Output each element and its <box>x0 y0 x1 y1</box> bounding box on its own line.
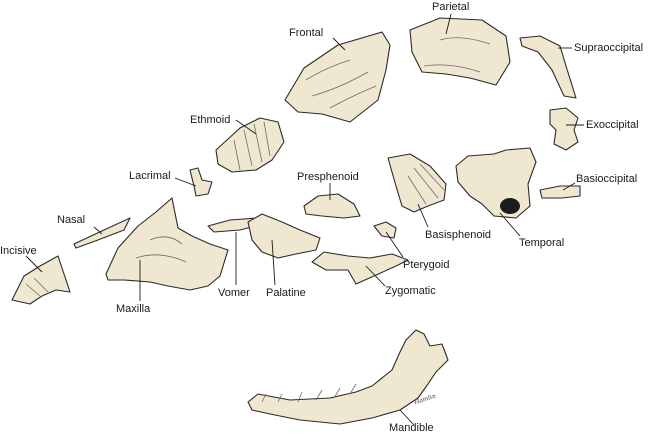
label-temporal: Temporal <box>519 237 565 249</box>
label-ethmoid: Ethmoid <box>190 114 231 126</box>
label-maxilla: Maxilla <box>116 303 151 315</box>
label-vomer: Vomer <box>218 287 250 299</box>
ethmoid-bone <box>215 117 285 173</box>
mandible-bone <box>247 329 449 425</box>
label-lacrimal: Lacrimal <box>129 170 171 182</box>
supraoccipital-bone <box>519 35 577 99</box>
palatine-bone <box>247 213 321 259</box>
frontal-bone <box>284 31 391 123</box>
leader-lines <box>25 13 584 426</box>
label-exoccipital: Exoccipital <box>586 119 639 131</box>
label-supraoccipital: Supraoccipital <box>574 42 644 54</box>
zygomatic-bone <box>311 251 409 285</box>
label-mandible: Mandible <box>389 422 434 434</box>
label-pterygoid: Pterygoid <box>403 259 450 271</box>
nasal-bone <box>73 217 131 249</box>
lacrimal-bone <box>189 167 213 197</box>
label-palatine: Palatine <box>266 287 306 299</box>
parietal-bone <box>409 17 511 86</box>
label-incisive: Incisive <box>0 245 37 257</box>
incisive-bone <box>11 255 71 305</box>
label-basisphenoid: Basisphenoid <box>425 229 492 241</box>
label-basioccipital: Basioccipital <box>576 173 638 185</box>
basioccipital-bone <box>539 185 581 199</box>
temporal-bone <box>455 147 537 219</box>
pterygoid-bone <box>373 221 397 239</box>
label-frontal: Frontal <box>289 27 324 39</box>
exoccipital-bone <box>549 107 579 151</box>
presphenoid-bone <box>303 193 361 219</box>
maxilla-bone <box>105 197 229 291</box>
basisphenoid-bone <box>387 153 447 213</box>
label-nasal: Nasal <box>57 214 86 226</box>
label-zygomatic: Zygomatic <box>385 285 436 297</box>
label-parietal: Parietal <box>432 1 470 13</box>
label-presphenoid: Presphenoid <box>297 171 359 183</box>
